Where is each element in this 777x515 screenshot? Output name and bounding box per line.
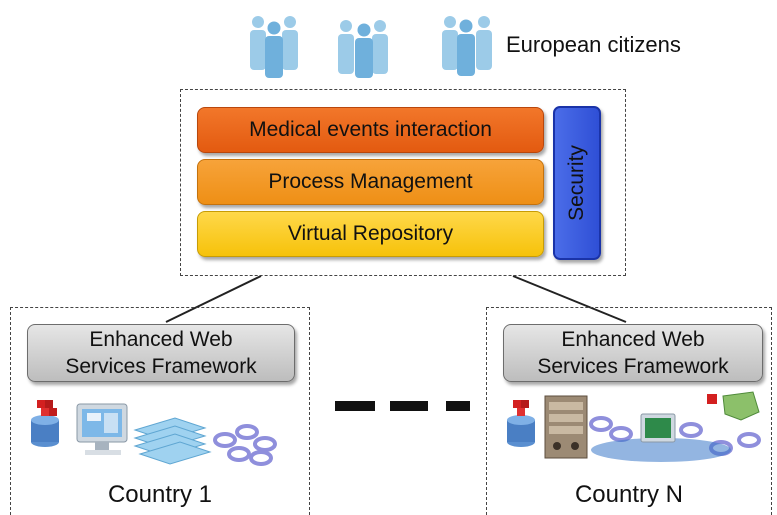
layer-process-management: Process Management [197, 159, 544, 205]
connector-country-1 [165, 275, 262, 323]
country-n-label: Country N [574, 481, 684, 508]
country-n-box: Enhanced Web Services Framework [486, 307, 772, 515]
layered-platform-icon [133, 417, 212, 465]
layer-virtual-repository: Virtual Repository [197, 211, 544, 257]
citizens-group-2-icon [338, 20, 388, 78]
ellipsis-dash-3 [446, 401, 470, 411]
framework-label-line2: Services Framework [537, 355, 729, 378]
network-base-icon [591, 438, 731, 462]
citizens-group-1-icon [250, 16, 298, 78]
citizens-group-3-icon [442, 16, 492, 76]
database-icon [31, 400, 59, 447]
ellipsis-dash-1 [335, 401, 375, 411]
map-icon [707, 391, 760, 421]
framework-label-line1: Enhanced Web [561, 328, 705, 351]
connector-country-n [512, 275, 627, 323]
framework-label-line1: Enhanced Web [89, 328, 233, 351]
security-block: Security [553, 106, 601, 260]
country-1-label: Country 1 [107, 481, 213, 508]
computer-monitor-icon [76, 403, 128, 455]
framework-box-country-1: Enhanced Web Services Framework [27, 324, 295, 382]
network-ring-icon [213, 424, 277, 466]
server-icon [544, 395, 588, 459]
security-label: Security [565, 145, 588, 221]
computer-monitor-icon [640, 413, 676, 443]
database-icon [507, 400, 535, 447]
layer-virtual-repository-label: Virtual Repository [287, 222, 454, 245]
citizens-label: European citizens [506, 32, 681, 57]
country-1-box: Enhanced Web Services Framework [10, 307, 310, 515]
layer-process-management-label: Process Management [268, 170, 473, 193]
layer-medical-events-label: Medical events interaction [249, 118, 492, 141]
framework-box-country-n: Enhanced Web Services Framework [503, 324, 763, 382]
infrastructure-country-1-icon [31, 400, 277, 466]
framework-label-line2: Services Framework [65, 355, 257, 378]
infrastructure-country-n-icon [507, 391, 761, 462]
layer-medical-events: Medical events interaction [197, 107, 544, 153]
ellipsis-dash-2 [390, 401, 428, 411]
platform-box: Medical events interaction Process Manag… [180, 89, 626, 276]
